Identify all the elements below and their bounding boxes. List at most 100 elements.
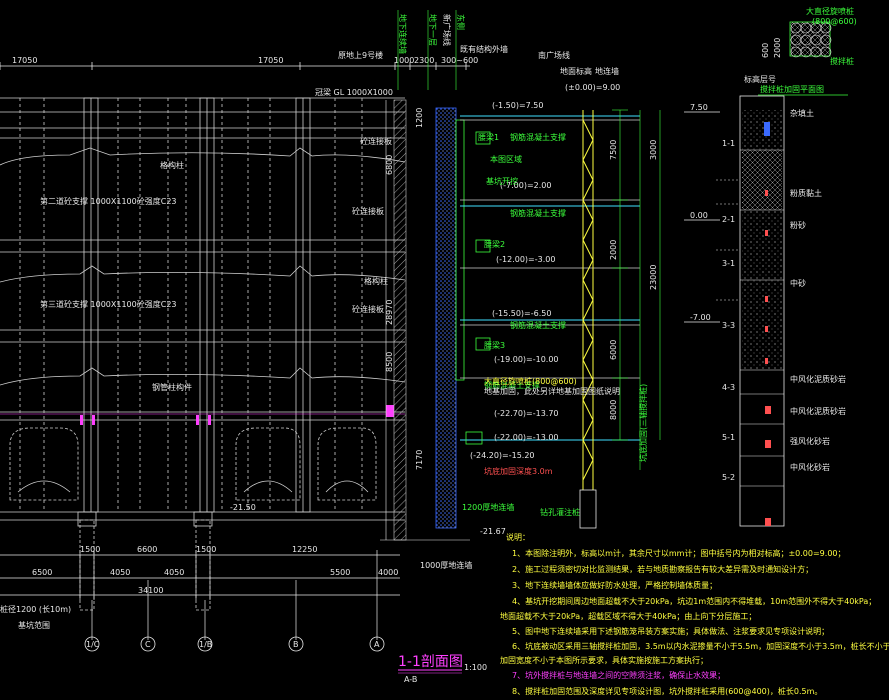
bottom-dim-b5: 4000 — [378, 568, 398, 577]
bottom-dim-total: 34100 — [138, 586, 163, 595]
bore-no-1: 1-1 — [722, 139, 735, 148]
dim-2000: 2000 — [609, 240, 618, 260]
bottom-dim-b2: 4050 — [110, 568, 130, 577]
top-white-3: 新广场线 — [442, 14, 452, 46]
wall-bottom-label: 1200厚地连墙 — [462, 502, 514, 512]
note-1: 1、本图除注明外，标高以m计，其余尺寸以mm计；图中括号内为相对标高；±0.00… — [512, 548, 846, 558]
bore-layer-6: 中风化泥质砂岩 — [790, 406, 846, 416]
bottom-dim-b3: 4050 — [164, 568, 184, 577]
top-green-2: 地下一层 — [428, 14, 438, 46]
ground-label: 地面标高 — [560, 66, 592, 76]
wall-dim-1200: 1200 — [415, 108, 424, 128]
brace-label-4: 钢筋混凝土支撑 — [484, 380, 540, 390]
bore-header-1: 标高 — [744, 74, 760, 84]
side-label-1: 砼连接板 — [360, 136, 392, 146]
wall-dim-8500: 8500 — [385, 352, 394, 372]
bore-layer-1: 杂填土 — [790, 108, 814, 118]
bottom-dimension-lines — [0, 550, 400, 640]
plan-legend-2: (800@600) — [812, 17, 857, 26]
tunnel-profiles — [9, 427, 377, 501]
wall-label: 地连墙 — [595, 66, 619, 76]
waler-3: 腰梁3 — [484, 341, 505, 350]
dim-top-2: 17050 — [258, 56, 283, 65]
beam-top-label: 冠梁 GL 1000X1000 — [315, 88, 393, 97]
dim-top-3: 1000 — [394, 56, 414, 65]
wall-dim-28970: 28970 — [385, 300, 394, 325]
note-6b: 加固宽度不小于本图所示要求，具体实施按施工方案执行； — [500, 655, 708, 665]
brace-3-label: 第三道砼支撑 1000X1100砼强度C23 — [40, 299, 177, 309]
brace-label-1: 钢筋混凝土支撑 — [510, 132, 566, 142]
bore-no-7: 5-2 — [722, 473, 735, 482]
dim-6000: 6000 — [609, 340, 618, 360]
dim-top-4: 2300 — [414, 56, 434, 65]
bore-no-6: 5-1 — [722, 433, 735, 442]
note-6: 6、坑底被动区采用三轴搅拌桩加固，3.5m以内水泥掺量不小于5.5m，加固深度不… — [512, 641, 889, 651]
top-green-1: 地下连续墙 — [398, 14, 408, 54]
plan-dim-2: 600 — [761, 43, 770, 58]
bottom-dim-s4: 12250 — [292, 545, 317, 554]
side-label-3: 砼连接板 — [352, 304, 384, 314]
steel-label: 钢管柱构件 — [152, 382, 192, 392]
note-3: 3、地下连续墙墙体应做好防水处理，严格控制墙体质量； — [512, 580, 717, 590]
drawing-sheet: A-B — [404, 675, 417, 684]
waler-2: 腰梁2 — [484, 240, 505, 249]
side-label-2: 砼连接板 — [352, 206, 384, 216]
bore-no-5: 4-3 — [722, 383, 735, 392]
note-2: 2、施工过程须密切对比监测结果，若与地质勘察报告有较大差异需及时通知设计方； — [512, 564, 813, 574]
top-white-1: 既有结构外墙 — [460, 44, 508, 54]
axis-1b: 1/B — [199, 640, 212, 649]
elev-ground: (±0.00)=9.00 — [565, 83, 620, 92]
notes-block: 说明： 1、本图除注明外，标高以m计，其余尺寸以mm计；图中括号内为相对标高；±… — [500, 532, 889, 696]
axis-bubbles — [84, 636, 385, 652]
elev-5: (-19.00)=-10.00 — [494, 355, 559, 364]
bore-layer-8: 中风化砂岩 — [790, 462, 830, 472]
level-3: -7.00 — [690, 313, 711, 322]
dig-label: 基坑开挖 — [486, 176, 518, 186]
wall-dim-7170: 7170 — [415, 450, 424, 470]
axis-1c: 1/C — [86, 640, 100, 649]
pile-note: 基坑范围 — [18, 620, 50, 630]
bore-no-3: 3-1 — [722, 259, 735, 268]
diaphragm-wall — [435, 107, 457, 529]
dim-top-5: 300~600 — [441, 56, 478, 65]
brace-2-label: 第二道砼支撑 1000X1100砼强度C23 — [40, 196, 177, 206]
pile-label: 桩径1200 (长10m) — [0, 604, 71, 614]
plan-title: 搅拌桩加固平面图 — [760, 84, 824, 94]
waler-1: 腰梁1 — [478, 133, 499, 142]
plan-legend: 大直径旋喷桩 — [806, 6, 854, 16]
bore-layer-7: 强风化砂岩 — [790, 436, 830, 446]
axis-a: A — [374, 640, 380, 649]
bore-layer-5: 中风化泥质砂岩 — [790, 374, 846, 384]
elev-6: (-22.70)=-13.70 — [494, 409, 559, 418]
elev-7: (-22.00)=-13.00 — [494, 433, 559, 442]
ref-area: 本图区域 — [490, 154, 522, 164]
side-vertical-note: 坑底加固(三轴搅拌桩) — [638, 384, 648, 462]
notes-heading: 说明： — [506, 532, 530, 542]
dim-top-1: 17050 — [12, 56, 37, 65]
bottom-dim-b1: 6500 — [32, 568, 52, 577]
bore-layer-2: 粉质黏土 — [790, 188, 822, 198]
note-4b: 地面超载不大于20kPa，超载区域不得大于40kPa；由上向下分层施工； — [500, 611, 756, 621]
dim-7500: 7500 — [609, 140, 618, 160]
elev-8: (-24.20)=-15.20 — [470, 451, 535, 460]
dim-8000: 8000 — [609, 400, 618, 420]
dim-23000: 23000 — [649, 265, 658, 290]
brace-label-2: 钢筋混凝土支撑 — [510, 208, 566, 218]
drawing-title: 1-1剖面图 — [398, 654, 463, 670]
note-8: 8、搅拌桩加固范围及深度详见专项设计图，坑外搅拌桩采用(600@400)，桩长0… — [512, 686, 822, 696]
top-dimension-line — [0, 62, 470, 70]
axis-b: B — [293, 640, 299, 649]
plan-dim-1: 2000 — [773, 38, 782, 58]
top-green-3: 东侧 — [456, 14, 466, 30]
bore-no-4: 3-3 — [722, 321, 735, 330]
elev-2: (-7.00)=2.00 — [500, 181, 551, 190]
bottom-dim-b4: 5500 — [330, 568, 350, 577]
bottom-dim-s3: 1500 — [196, 545, 216, 554]
column-label-b: 格构柱 — [364, 276, 388, 286]
column-label-a: 格构柱 — [160, 160, 184, 170]
big-note: 大直径旋喷桩(800@600) — [484, 376, 577, 386]
elev-1: (-1.50)=7.50 — [492, 101, 543, 110]
big-note-2: 地基加固，此处另详地基加固图纸说明 — [484, 386, 620, 396]
elev-label: -21.50 — [230, 503, 256, 512]
brace-label-3: 钢筋混凝土支撑 — [510, 320, 566, 330]
